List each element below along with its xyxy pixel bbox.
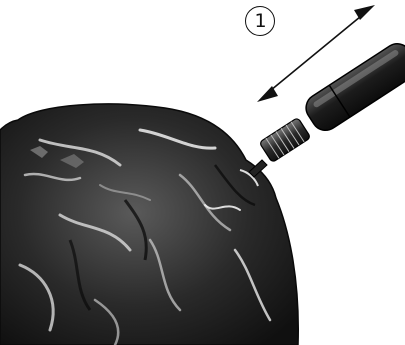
step-number: 1 <box>245 6 276 37</box>
step-number-marker: 1 <box>245 6 275 36</box>
inflatable-bag-icon <box>0 104 298 345</box>
hand-pump-icon <box>249 38 405 177</box>
